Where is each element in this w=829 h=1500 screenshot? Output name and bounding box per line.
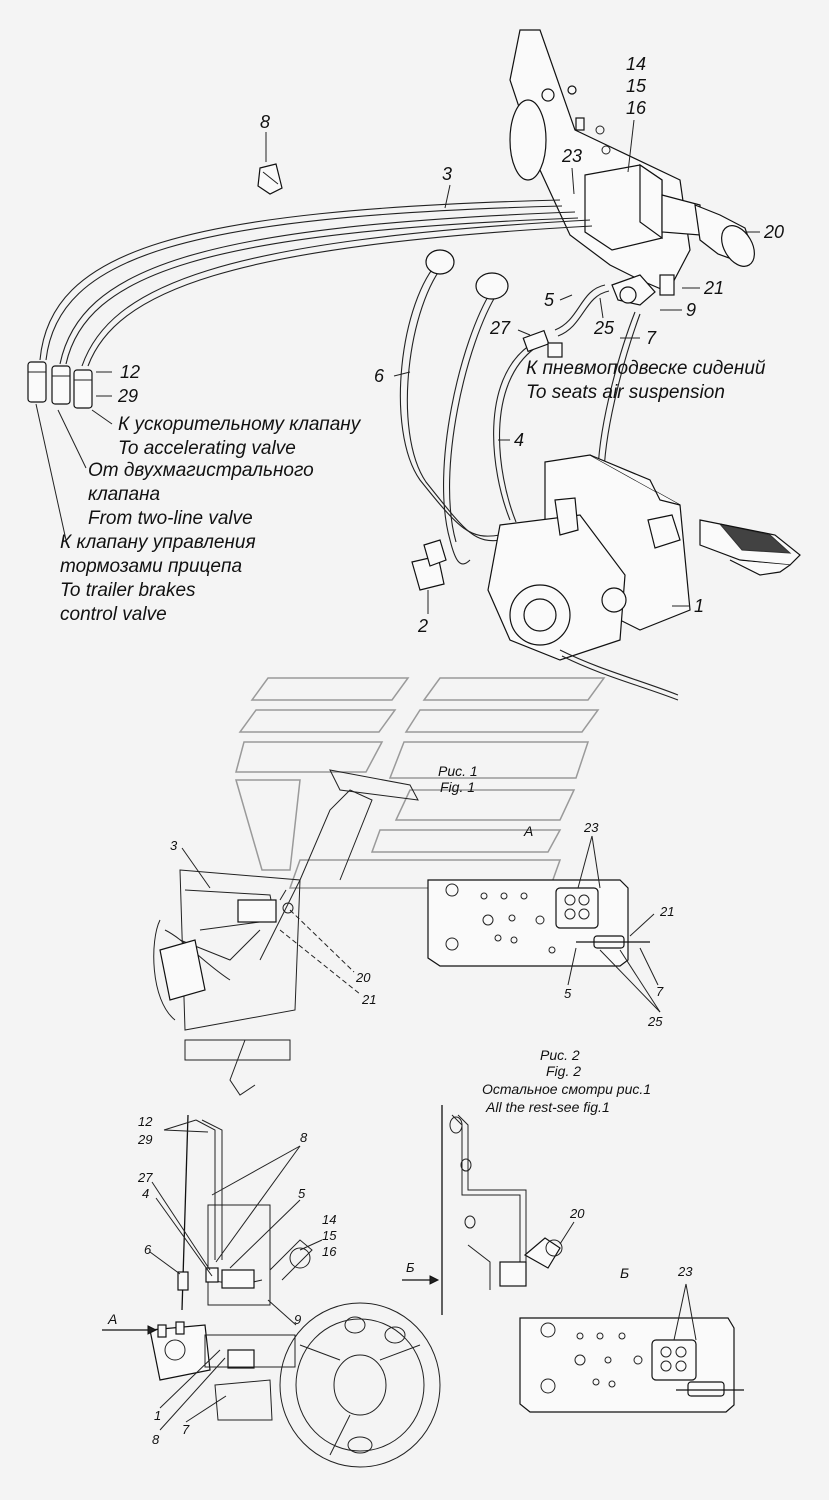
annotation-twoline-ru-1: От двухмагистрального [88, 460, 314, 481]
bl-callout-1: 1 [154, 1408, 161, 1423]
callout-12: 12 [120, 362, 140, 382]
fig2-callout-7: 7 [656, 984, 664, 999]
callout-15: 15 [626, 76, 647, 96]
fig-b-panel [519, 1317, 744, 1413]
callout-7: 7 [646, 328, 657, 348]
hand-brake-valve [584, 163, 701, 251]
callout-3: 3 [442, 164, 452, 184]
fig2-caption-en: Fig. 2 [546, 1063, 581, 1079]
watermark-logo [235, 677, 606, 889]
annotation-trailer-en-2: control valve [60, 604, 167, 625]
bl-callout-27: 27 [137, 1170, 153, 1185]
annotation-seats-ru: К пневмоподвеске сидений [526, 358, 766, 379]
callout-1: 1 [694, 596, 704, 616]
fig2-caption-ru: Рис. 2 [540, 1047, 580, 1063]
bottom-right-view [402, 1105, 563, 1315]
br-arrow-label: Б [406, 1260, 415, 1275]
fig2-note-en: All the rest-see fig.1 [485, 1099, 610, 1115]
connector-2 [411, 539, 447, 591]
hoses-3 [39, 199, 593, 367]
callout-29: 29 [117, 386, 138, 406]
fig2-panel [427, 879, 650, 967]
clip-8 [257, 163, 283, 195]
callout-6: 6 [374, 366, 385, 386]
fig1-caption-ru: Рис. 1 [438, 763, 478, 779]
brake-valve-assembly [487, 454, 691, 701]
fig2-callout-21: 21 [659, 904, 674, 919]
tee-27 [522, 329, 563, 358]
callout-5: 5 [544, 290, 555, 310]
callout-4: 4 [514, 430, 524, 450]
hose-end-connectors [27, 361, 93, 409]
bl-callout-29: 29 [137, 1132, 152, 1147]
callout-20: 20 [763, 222, 784, 242]
bottom-left-view [149, 1114, 441, 1468]
leftview-callout-21: 21 [361, 992, 376, 1007]
br-callout-20: 20 [569, 1206, 585, 1221]
bl-callout-9: 9 [294, 1312, 301, 1327]
fig2-note-ru: Остальное смотри рис.1 [482, 1081, 651, 1097]
bottom-left-leaders [102, 1119, 323, 1431]
bl-callout-6: 6 [144, 1242, 152, 1257]
br-view-label: Б [620, 1265, 629, 1281]
callout-25: 25 [593, 318, 615, 338]
bl-callout-15: 15 [322, 1228, 337, 1243]
annotation-twoline-ru-2: клапана [88, 484, 160, 505]
annotation-trailer-ru-1: К клапану управления [60, 532, 256, 553]
bl-callout-12: 12 [138, 1114, 153, 1129]
fig2-callout-25: 25 [647, 1014, 663, 1029]
hoses-6-4-5-7 [399, 259, 641, 565]
fitting-head-4 [475, 272, 509, 300]
fitting-21-9 [611, 274, 675, 306]
br-callout-23: 23 [677, 1264, 693, 1279]
bl-callout-14: 14 [322, 1212, 336, 1227]
annotation-seats-en: To seats air suspension [526, 382, 725, 403]
callout-23: 23 [561, 146, 582, 166]
left-cab-view [153, 769, 419, 1096]
bl-arrow-label: А [107, 1311, 117, 1327]
bl-callout-4: 4 [142, 1186, 149, 1201]
callout-16: 16 [626, 98, 647, 118]
fig2-view-label: А [523, 823, 533, 839]
left-view-leaders [181, 847, 361, 995]
lever-handle [694, 204, 755, 267]
fig1-leader-lines [35, 119, 760, 614]
annotation-twoline-en: From two-line valve [88, 508, 253, 529]
fig2-callout-5: 5 [564, 986, 572, 1001]
mounting-panel [509, 29, 691, 293]
bl-callout-7: 7 [182, 1422, 190, 1437]
callout-8: 8 [260, 112, 270, 132]
annotation-accel-ru: К ускорительному клапану [118, 414, 362, 435]
bl-callout-5: 5 [298, 1186, 306, 1201]
annotation-accel-en: To accelerating valve [118, 438, 296, 459]
callout-27: 27 [489, 318, 511, 338]
annotation-trailer-en-1: To trailer brakes [60, 580, 196, 601]
bl-callout-8: 8 [300, 1130, 308, 1145]
fig2-leaders [567, 835, 661, 1013]
callout-2: 2 [417, 616, 428, 636]
fitting-head-6 [425, 249, 455, 275]
callout-14: 14 [626, 54, 646, 74]
leftview-callout-3: 3 [170, 838, 178, 853]
callout-21: 21 [703, 278, 724, 298]
fig2-callout-23: 23 [583, 820, 599, 835]
callout-9: 9 [686, 300, 696, 320]
annotation-trailer-ru-2: тормозами прицепа [60, 556, 242, 577]
brake-pedal [699, 519, 801, 576]
bottom-right-leaders [559, 1221, 697, 1341]
fig1-caption-en: Fig. 1 [440, 779, 475, 795]
leftview-callout-20: 20 [355, 970, 371, 985]
bl-callout-8b: 8 [152, 1432, 160, 1447]
bl-callout-16: 16 [322, 1244, 337, 1259]
